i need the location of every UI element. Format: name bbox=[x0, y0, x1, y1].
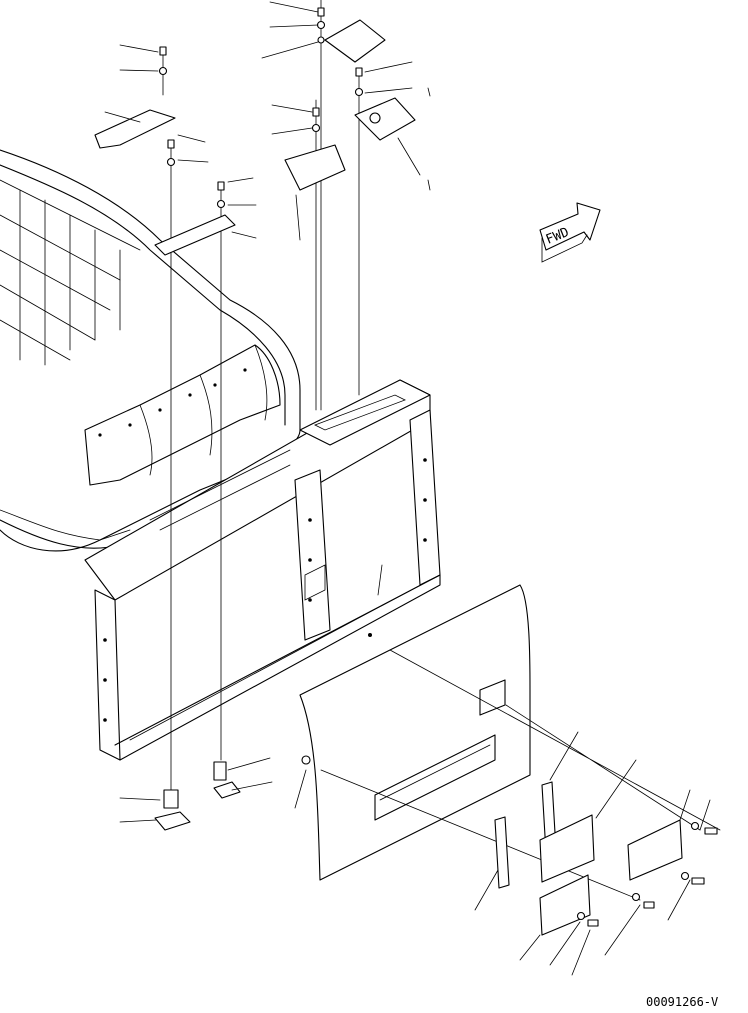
top-brackets bbox=[94, 7, 416, 256]
plate-1 bbox=[539, 814, 595, 883]
callout-leaders bbox=[104, 1, 711, 976]
washer-4 bbox=[316, 20, 326, 30]
bolt-5 bbox=[312, 107, 320, 117]
bracket-plate-3 bbox=[284, 144, 346, 191]
rear-cover-panel bbox=[299, 584, 531, 881]
washer-6 bbox=[311, 123, 321, 133]
clip-1 bbox=[154, 811, 191, 831]
washer-1 bbox=[158, 66, 168, 76]
plate-2 bbox=[539, 874, 591, 936]
bolt-4 bbox=[317, 7, 325, 17]
bolt-3 bbox=[217, 181, 225, 191]
spacer-1 bbox=[163, 789, 179, 809]
bolt-6 bbox=[355, 67, 363, 77]
washer-2 bbox=[166, 157, 176, 167]
strap-2 bbox=[494, 816, 510, 889]
roof-rib-panels bbox=[84, 344, 281, 486]
washer-7 bbox=[354, 87, 364, 97]
bracket-plate-4 bbox=[354, 97, 416, 141]
bolt-1 bbox=[159, 46, 167, 56]
forward-direction-arrow: FWD bbox=[539, 202, 601, 263]
clip-2 bbox=[213, 781, 241, 799]
bracket-plate-2 bbox=[324, 19, 386, 63]
spacer-2 bbox=[213, 761, 227, 781]
bracket-plate-1 bbox=[94, 109, 176, 149]
washer-3 bbox=[216, 199, 226, 209]
bolt-2 bbox=[167, 139, 175, 149]
right-side-plates bbox=[494, 781, 718, 936]
drawing-code: 00091266-V bbox=[646, 995, 718, 1009]
plate-3 bbox=[627, 819, 683, 881]
bracket-hole bbox=[369, 112, 381, 124]
washer-5 bbox=[317, 36, 325, 44]
cab-roof bbox=[0, 149, 301, 552]
bottom-fasteners bbox=[154, 761, 241, 831]
cover-plate-1 bbox=[154, 214, 236, 256]
